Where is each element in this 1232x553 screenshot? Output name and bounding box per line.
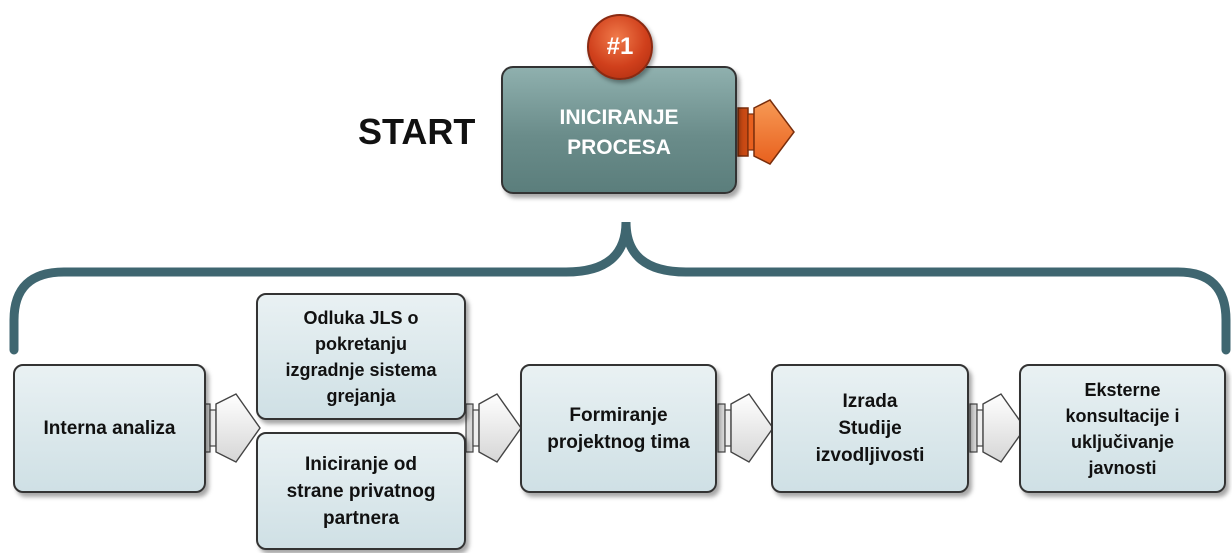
start-label: START xyxy=(358,111,476,152)
step-interna-analiza[interactable]: Interna analiza xyxy=(13,364,206,493)
step-formiranje-tima[interactable]: Formiranje projektnog tima xyxy=(520,364,717,493)
arrow-1 xyxy=(202,393,261,463)
step-label: Odluka JLS o pokretanju izgradnje sistem… xyxy=(285,307,437,406)
step-label: Iniciranje od strane privatnog partnera xyxy=(286,453,436,529)
main-step-box[interactable]: INICIRANJE PROCESA xyxy=(501,66,737,194)
step-iniciranje-privatni[interactable]: Iniciranje od strane privatnog partnera xyxy=(256,432,466,550)
arrow-2 xyxy=(465,393,522,463)
step-odluka-jls[interactable]: Odluka JLS o pokretanju izgradnje sistem… xyxy=(256,293,466,420)
step-label: Formiranje projektnog tima xyxy=(547,404,690,453)
step-label: Interna analiza xyxy=(43,418,176,439)
step-izrada-studije[interactable]: Izrada Studije izvodljivosti xyxy=(771,364,969,493)
step-eksterne-konsultacije[interactable]: Eksterne konsultacije i uključivanje jav… xyxy=(1019,364,1226,493)
step-label: Eksterne konsultacije i uključivanje jav… xyxy=(1065,379,1180,478)
step-number-badge: #1 xyxy=(587,14,653,80)
arrow-3 xyxy=(717,393,774,463)
group-brace xyxy=(9,221,1231,355)
arrow-4 xyxy=(969,393,1026,463)
main-step-title: INICIRANJE PROCESA xyxy=(559,106,679,159)
main-box-orange-arrow xyxy=(737,99,795,165)
step-label: Izrada Studije izvodljivosti xyxy=(815,391,925,466)
